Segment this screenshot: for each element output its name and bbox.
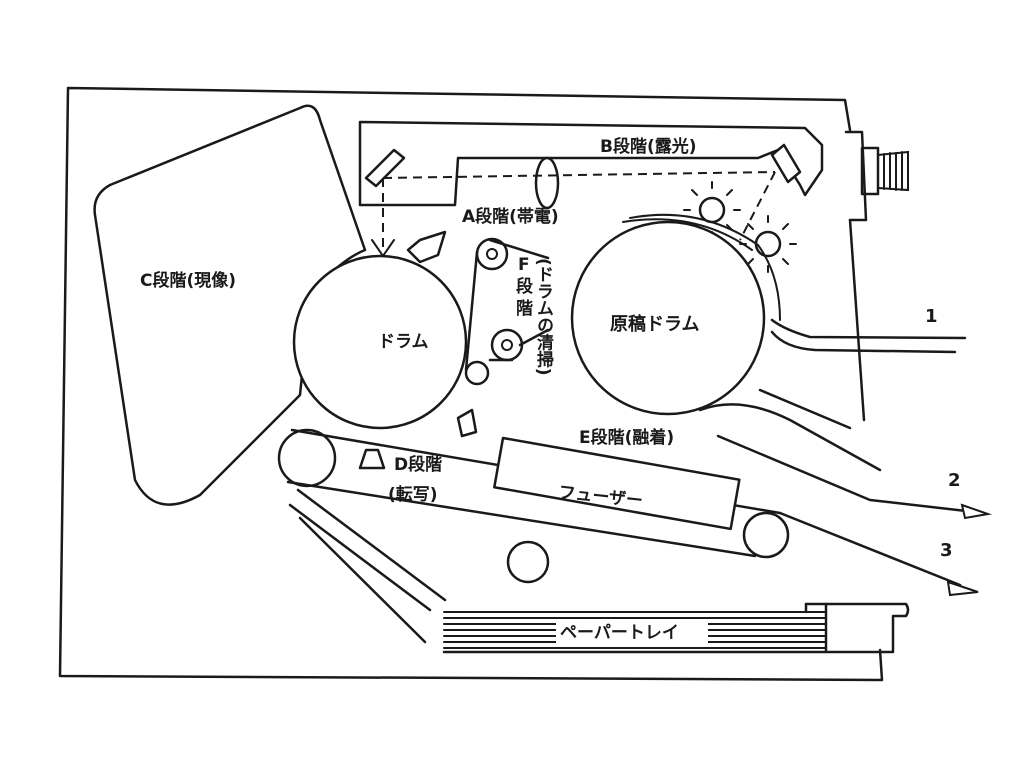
label-stage-b: B段階(露光)	[600, 136, 697, 157]
label-stage-f-2: 段	[516, 276, 533, 297]
idler-roller	[506, 540, 550, 584]
label-stage-a: A段階(帯電)	[462, 206, 559, 227]
output-path-3	[778, 511, 962, 587]
optics-housing	[358, 120, 824, 207]
cleaning-roller	[464, 238, 550, 386]
label-output-2: 2	[948, 470, 961, 491]
paper-guide	[698, 403, 882, 472]
label-drum-cleaning: (ドラムの清掃)	[533, 258, 554, 376]
label-stage-d: D段階	[394, 454, 442, 475]
label-stage-f-3: 階	[516, 299, 533, 319]
label-paper-tray: ペーパートレイ	[560, 623, 679, 643]
label-original-drum: 原稿ドラム	[610, 313, 699, 335]
original-drum	[570, 220, 766, 416]
label-stage-e: E段階(融着)	[579, 427, 674, 448]
paper-feed-guide	[288, 488, 447, 644]
developer-blade-icon	[406, 230, 447, 264]
mirror-right-icon	[770, 143, 802, 184]
label-stage-d-sub: (転写)	[388, 484, 438, 505]
drive-gear-icon	[844, 130, 909, 222]
cleaning-blade-icon	[456, 408, 478, 438]
label-stage-c: C段階(現像)	[140, 270, 236, 291]
lens-icon	[534, 156, 560, 210]
output-path-1	[770, 318, 967, 354]
charge-roller	[475, 237, 509, 271]
label-output-3: 3	[940, 540, 953, 561]
fuser-unit	[493, 436, 741, 531]
label-stage-f-1: F	[518, 255, 530, 275]
output-path-2	[716, 388, 977, 514]
transfer-charger-icon	[358, 448, 386, 470]
developer-unit	[93, 104, 367, 506]
label-output-1: 1	[925, 306, 938, 327]
label-drum: ドラム	[378, 332, 429, 352]
light-path	[382, 171, 776, 250]
photoconductor-drum	[292, 254, 468, 430]
copier-housing	[58, 86, 884, 682]
mirror-left-icon	[364, 148, 406, 188]
